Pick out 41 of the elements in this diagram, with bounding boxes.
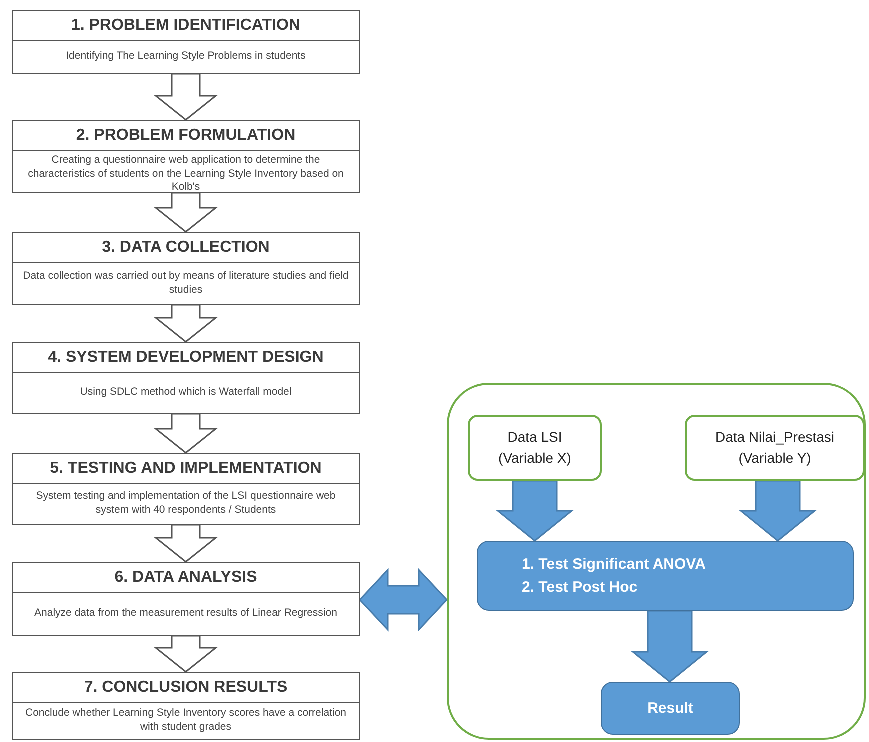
process-box: [12, 120, 360, 193]
step-description: Data collection was carried out by means of literature studies and field studies: [22, 270, 350, 298]
step-description: Creating a questionnaire web application to determine the characteristics of students on the Learning Style Inventory based on Kolb's: [27, 154, 345, 195]
process-box: [12, 672, 360, 740]
step-description: Conclude whether Learning Style Inventory scores have a correlation with student grades: [24, 707, 348, 735]
block-arrow: [738, 480, 818, 542]
analysis-box: [477, 541, 854, 611]
list-item: 1. Test Significant ANOVA: [522, 556, 707, 573]
step-description: Identifying The Learning Style Problems in students: [66, 50, 306, 64]
data-box: [685, 415, 865, 481]
step-title: 4. SYSTEM DEVELOPMENT DESIGN: [48, 349, 324, 366]
data-label: Data Nilai_Prestasi (Variable Y): [714, 428, 836, 468]
hollow-arrow: [154, 73, 218, 121]
hollow-arrow: [154, 192, 218, 233]
step-description: System testing and implementation of the LSI questionnaire web system with 40 respondents / Students: [35, 490, 337, 518]
hollow-arrow: [154, 635, 218, 673]
step-description: Using SDLC method which is Waterfall model: [80, 386, 292, 400]
process-box: [12, 562, 360, 636]
data-label: Data LSI (Variable X): [498, 428, 572, 468]
process-box: [12, 342, 360, 414]
step-title: 1. PROBLEM IDENTIFICATION: [71, 17, 301, 34]
block-arrow: [358, 568, 448, 632]
block-arrow: [496, 480, 574, 542]
result-box: [601, 682, 740, 735]
step-title: 7. CONCLUSION RESULTS: [84, 679, 288, 696]
process-box: [12, 453, 360, 525]
hollow-arrow: [154, 304, 218, 343]
step-title: 2. PROBLEM FORMULATION: [76, 127, 296, 144]
step-title: 3. DATA COLLECTION: [102, 239, 270, 256]
process-box: [12, 10, 360, 74]
step-description: Analyze data from the measurement results of Linear Regression: [34, 607, 338, 621]
list-item: 2. Test Post Hoc: [522, 579, 639, 596]
step-title: 5. TESTING AND IMPLEMENTATION: [50, 460, 322, 477]
data-box: [468, 415, 602, 481]
step-title: 6. DATA ANALYSIS: [114, 569, 258, 586]
hollow-arrow: [154, 524, 218, 563]
process-box: [12, 232, 360, 305]
group-container: [447, 383, 866, 740]
block-arrow: [630, 610, 710, 683]
hollow-arrow: [154, 413, 218, 454]
result-label: Result: [648, 700, 694, 717]
